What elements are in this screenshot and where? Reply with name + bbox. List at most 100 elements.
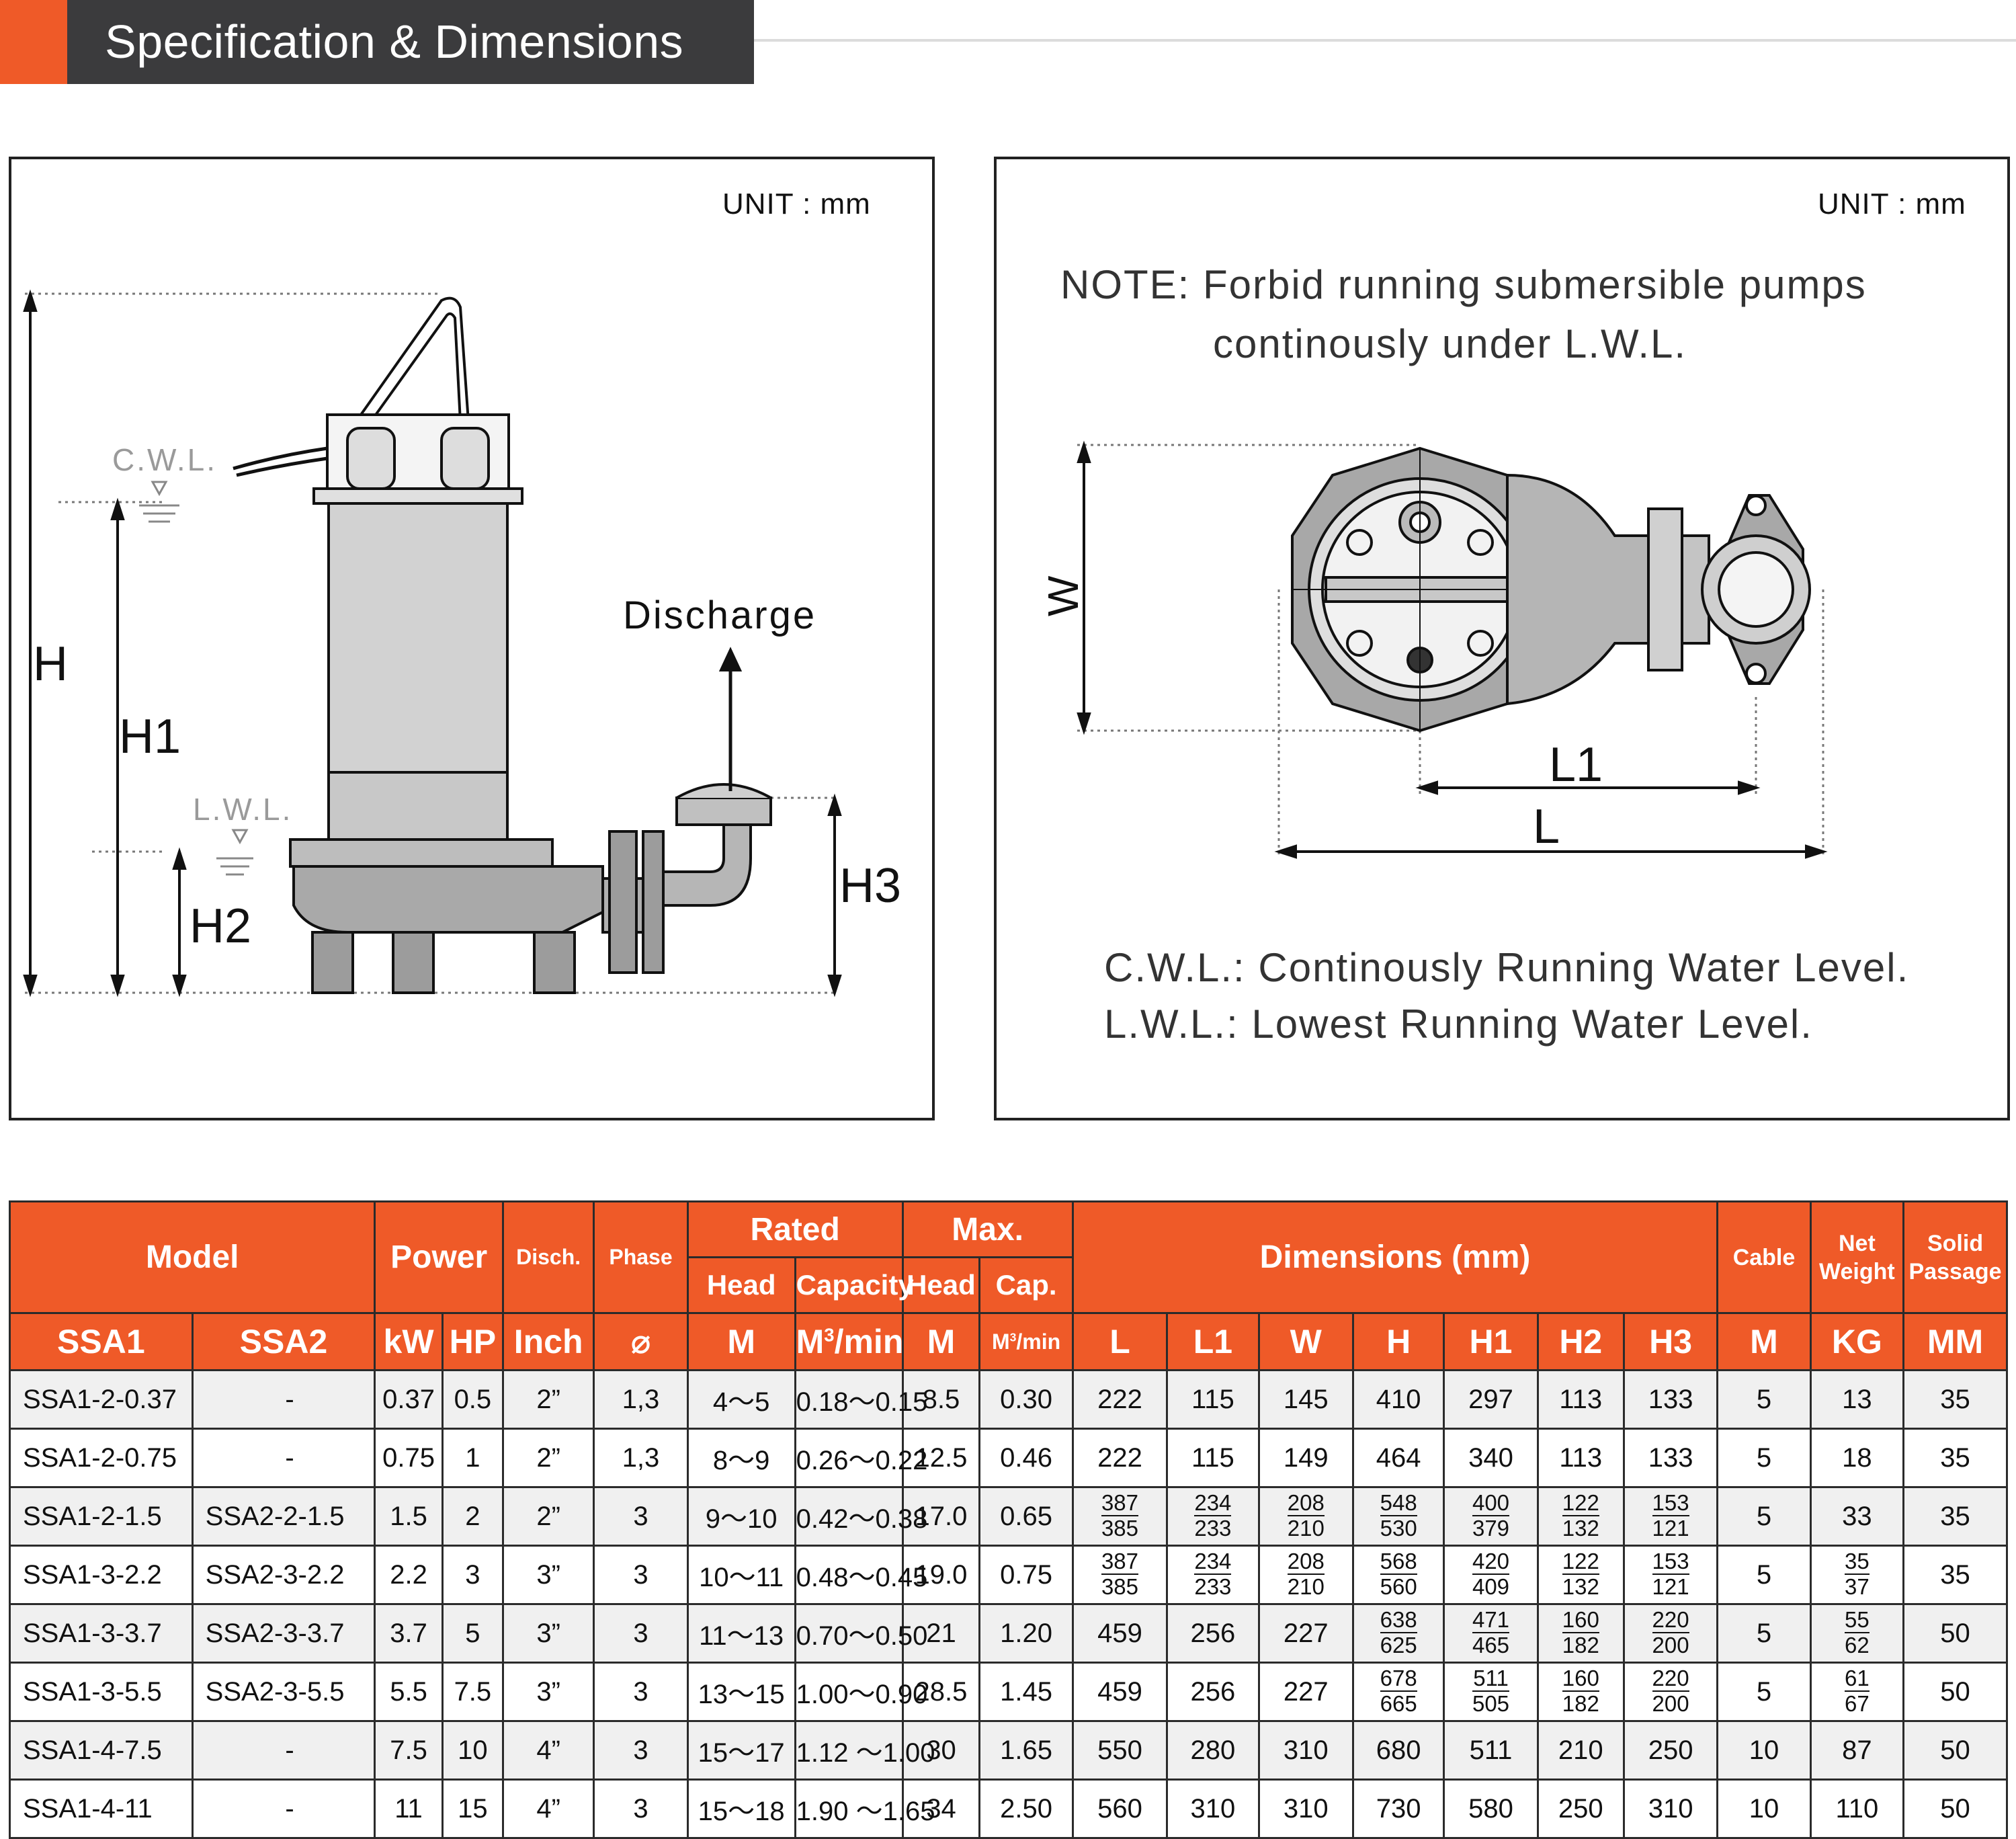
cell-max-cap: 2.50 [978, 1779, 1074, 1839]
cell-ssa2: SSA2-3-5.5 [191, 1662, 376, 1722]
cell-passage: 35 [1902, 1545, 2008, 1605]
cell-h: 730 [1351, 1779, 1445, 1839]
legend-lwl: L.W.L.: Lowest Running Water Level. [1104, 1002, 1813, 1047]
cell-kw: 2.2 [374, 1545, 444, 1605]
cell-l1: 310 [1166, 1779, 1260, 1839]
spec-table: Model Power Disch. Phase Rated Max. Dime… [8, 1200, 2008, 1839]
th-unit-hp: HP [441, 1312, 504, 1371]
cell-capacity: 0.70～0.50 [794, 1603, 927, 1664]
cell-head: 8～9 [686, 1428, 796, 1488]
header-divider [754, 39, 2016, 42]
page-title: Specification & Dimensions [105, 15, 684, 68]
cell-max-cap: 0.46 [978, 1428, 1074, 1488]
th-unit-passage: MM [1902, 1312, 2008, 1371]
cell-hp: 2 [441, 1486, 504, 1547]
cell-head: 15～17 [686, 1720, 796, 1781]
cell-max-cap: 1.45 [978, 1662, 1074, 1722]
cell-phase: 3 [593, 1486, 689, 1547]
cell-weight: 13 [1809, 1369, 1905, 1430]
th-unit-max-cap: M3/min [978, 1312, 1074, 1371]
cell-ssa1: SSA1-2-1.5 [9, 1486, 194, 1547]
cell-h: 464 [1351, 1428, 1445, 1488]
cell-w: 310 [1257, 1720, 1354, 1781]
cell-h1: 511 [1443, 1720, 1539, 1781]
lwl-label: L.W.L. [193, 792, 293, 827]
th-unit-phase: ⌀ [593, 1312, 689, 1371]
cell-capacity: 0.26～0.22 [794, 1428, 927, 1488]
cell-h3: 133 [1622, 1428, 1719, 1488]
cell-weight: 110 [1809, 1779, 1905, 1839]
cell-ssa2: - [191, 1779, 376, 1839]
cell-inch: 4” [501, 1779, 595, 1839]
cell-h1: 340 [1443, 1428, 1539, 1488]
th-cable: Cable [1716, 1200, 1812, 1314]
cell-ssa1: SSA1-4-7.5 [9, 1720, 194, 1781]
th-unit-l: L [1071, 1312, 1169, 1371]
cell-cable: 5 [1716, 1486, 1812, 1547]
th-unit-h: H [1351, 1312, 1445, 1371]
cell-ssa2: - [191, 1428, 376, 1488]
cell-capacity: 1.12 ～1.00 [794, 1720, 935, 1781]
unit-label: UNIT : mm [722, 188, 871, 220]
cell-passage: 50 [1902, 1720, 2008, 1781]
cell-kw: 0.37 [374, 1369, 444, 1430]
discharge-label: Discharge [623, 594, 817, 637]
cell-l: 550 [1071, 1720, 1169, 1781]
cell-inch: 4” [501, 1720, 595, 1781]
dim-label-l: L [1533, 800, 1560, 854]
cell-phase: 3 [593, 1720, 689, 1781]
legend-cwl: C.W.L.: Continously Running Water Level. [1104, 945, 1910, 990]
cell-ssa2: SSA2-2-1.5 [191, 1486, 376, 1547]
cell-l1: 115 [1166, 1428, 1260, 1488]
cell-kw: 11 [374, 1779, 444, 1839]
cell-passage: 35 [1902, 1486, 2008, 1547]
th-unit-head: M [686, 1312, 796, 1371]
side-view-panel: UNIT : mm H H1 H2 H3 C.W.L. L.W.L. Disch… [9, 157, 935, 1120]
cell-passage: 35 [1902, 1428, 2008, 1488]
cell-l: 459 [1071, 1662, 1169, 1722]
cell-hp: 15 [441, 1779, 504, 1839]
cell-h3: 250 [1622, 1720, 1719, 1781]
cell-hp: 0.5 [441, 1369, 504, 1430]
cell-h2: 250 [1536, 1779, 1625, 1839]
th-unit-weight: KG [1809, 1312, 1905, 1371]
th-disch: Disch. [501, 1200, 595, 1314]
cell-capacity: 0.48～0.45 [794, 1545, 927, 1605]
cell-inch: 3” [501, 1603, 595, 1664]
cell-inch: 3” [501, 1545, 595, 1605]
cell-phase: 3 [593, 1545, 689, 1605]
table-header: Model Power Disch. Phase Rated Max. Dime… [8, 1200, 2008, 1371]
th-unit-max-head: M [901, 1312, 981, 1371]
th-phase: Phase [593, 1200, 689, 1314]
note-line-1: NOTE: Forbid running submersible pumps [1060, 262, 1867, 307]
cell-phase: 3 [593, 1779, 689, 1839]
cell-ssa1: SSA1-2-0.37 [9, 1369, 194, 1430]
th-solid-passage: Solid Passage [1902, 1200, 2008, 1314]
cell-w: 310 [1257, 1779, 1354, 1839]
cell-w: 149 [1257, 1428, 1354, 1488]
th-unit-h1: H1 [1443, 1312, 1539, 1371]
cell-inch: 3” [501, 1662, 595, 1722]
cell-max-cap: 0.65 [978, 1486, 1074, 1547]
cell-head: 10～11 [686, 1545, 796, 1605]
cell-passage: 50 [1902, 1779, 2008, 1839]
cell-capacity: 0.18～0.15 [794, 1369, 927, 1430]
cell-passage: 50 [1902, 1603, 2008, 1664]
pump-top-view-drawing [1077, 440, 1828, 859]
th-max-cap: Cap. [978, 1256, 1074, 1314]
cell-max-cap: 1.65 [978, 1720, 1074, 1781]
th-unit-cable: M [1716, 1312, 1812, 1371]
cell-l1: 280 [1166, 1720, 1260, 1781]
